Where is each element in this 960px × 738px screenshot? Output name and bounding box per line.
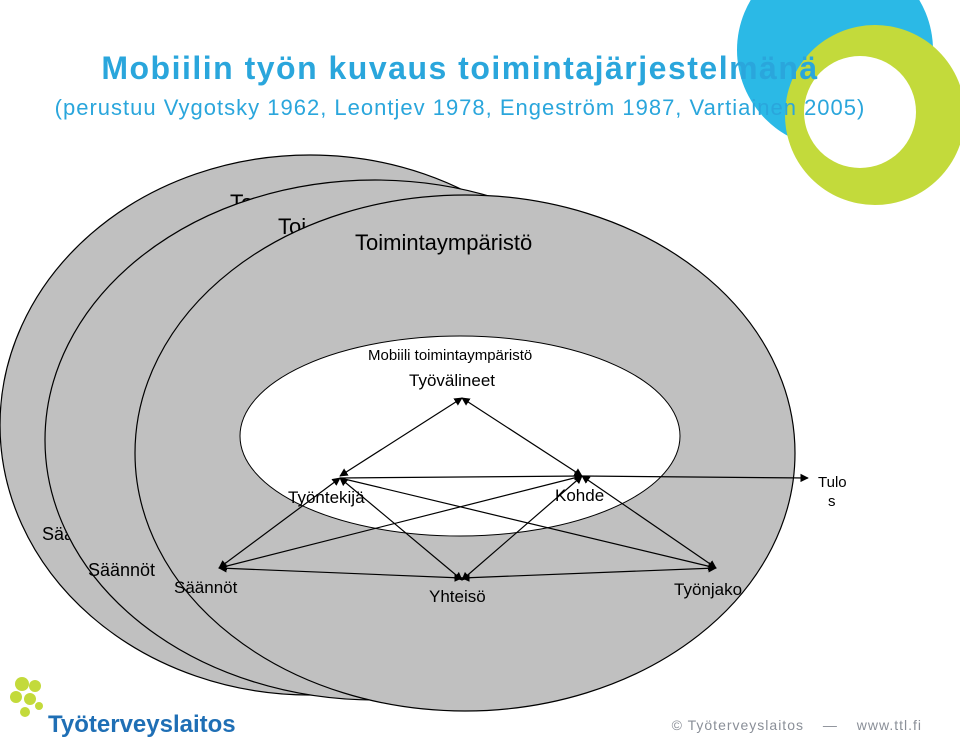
footer: © Työterveyslaitos — www.ttl.fi: [672, 717, 922, 733]
edge-community-division: [461, 564, 717, 582]
edges: [218, 397, 809, 582]
edge-object-community: [461, 475, 583, 581]
ttl-logo: Työterveyslaitos: [10, 677, 236, 738]
node-object: Kohde: [555, 486, 604, 505]
edge-tools-object: [461, 397, 583, 477]
node-community: Yhteisö: [429, 587, 486, 606]
footer-copyright: © Työterveyslaitos: [671, 717, 804, 733]
node-outcome-line2: s: [828, 493, 836, 510]
node-subject: Työntekijä: [288, 488, 365, 507]
footer-separator: —: [822, 717, 838, 733]
slide-subtitle: (perustuu Vygotsky 1962, Leontjev 1978, …: [54, 95, 866, 120]
edge-subject-community: [339, 477, 463, 581]
node-rules: Säännöt: [174, 578, 238, 597]
front-title: Toimintaympäristö: [355, 230, 532, 255]
decor-white-circle: [804, 56, 916, 168]
edge-object-division: [581, 475, 717, 569]
edge-rules-community: [218, 564, 463, 582]
node-tools: Työvälineet: [409, 371, 495, 390]
back-layer2-rules: Säännöt: [88, 560, 155, 580]
node-outcome-line1: Tulo: [818, 474, 847, 491]
edge-subject-rules: [218, 477, 341, 569]
footer-url[interactable]: www.ttl.fi: [856, 717, 922, 733]
inner-label: Mobiili toimintaympäristö: [368, 347, 532, 364]
slide-title: Mobiilin työn kuvaus toimintajärjestelmä…: [101, 50, 819, 86]
node-division: Työnjako: [674, 580, 742, 599]
ttl-logo-text: Työterveyslaitos: [48, 711, 236, 738]
ttl-logo-mark: [10, 677, 43, 717]
edge-tools-subject: [339, 397, 463, 477]
